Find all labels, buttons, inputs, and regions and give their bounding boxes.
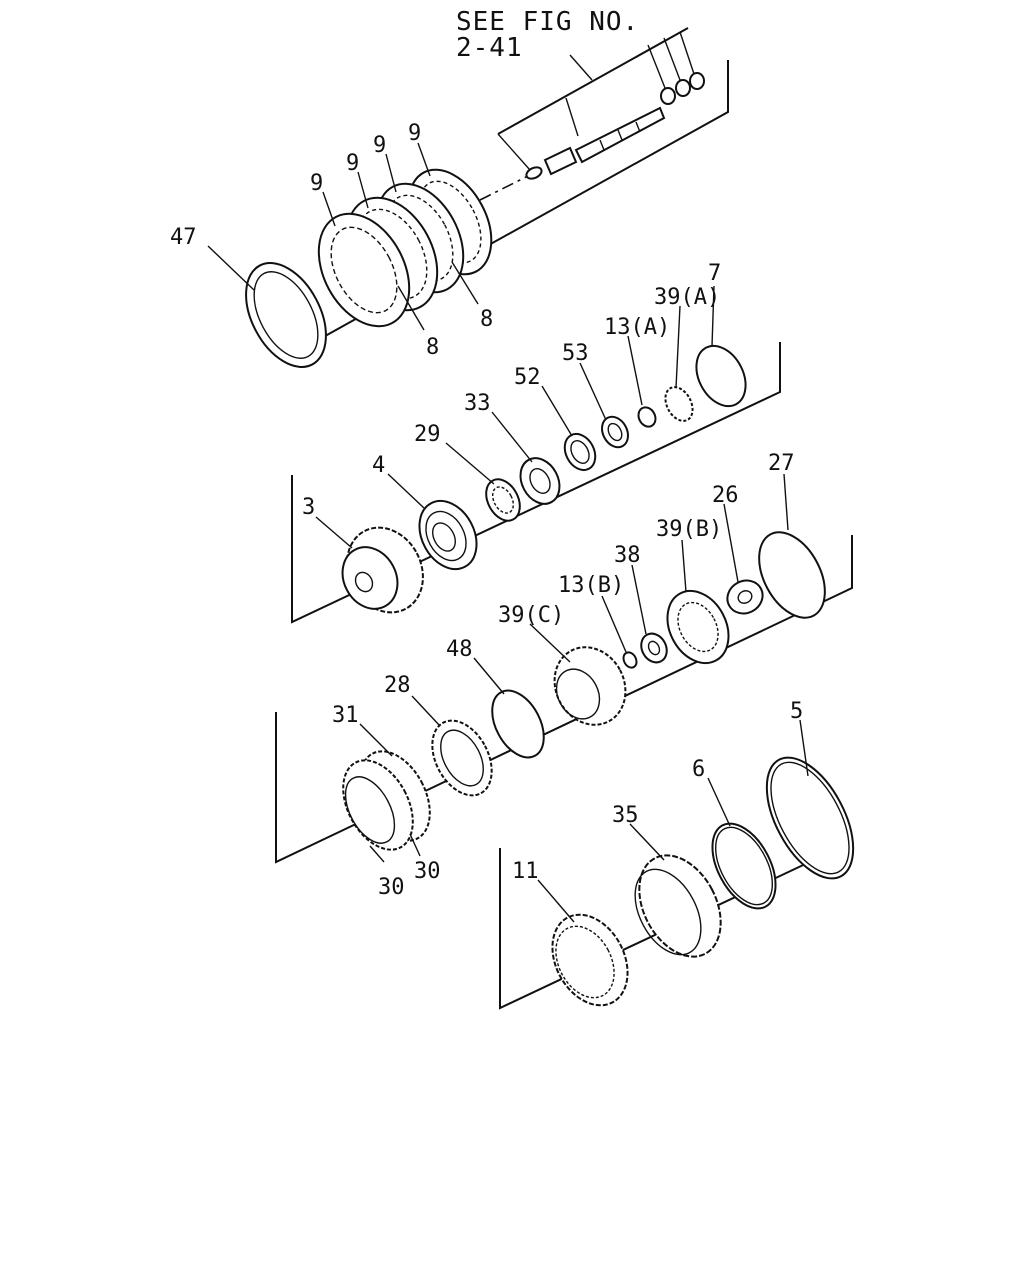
callout-52: 52 (514, 365, 541, 390)
callout-13b: 13(B) (558, 573, 624, 598)
part-38-washer (640, 632, 668, 664)
callout-48: 48 (446, 637, 473, 662)
callout-6: 6 (692, 757, 705, 782)
group-boundary-middle (291, 342, 781, 624)
callout-7: 7 (708, 261, 721, 286)
part-47-ring (245, 262, 327, 368)
callout-8-b: 8 (480, 307, 493, 332)
part-27-snap-ring (758, 531, 826, 619)
reference-line-1: SEE FIG NO. (456, 7, 639, 37)
callout-28: 28 (384, 673, 411, 698)
callout-9-a: 9 (310, 171, 323, 196)
callout-38: 38 (614, 543, 641, 568)
callout-30-a: 30 (378, 875, 405, 900)
shaft-assembly (479, 31, 705, 201)
callout-9-b: 9 (346, 151, 359, 176)
part-52-bearing (563, 432, 597, 472)
part-39a-gear (664, 386, 694, 422)
callout-33: 33 (464, 391, 491, 416)
callout-30-b: 30 (414, 859, 441, 884)
part-39b-carrier (666, 589, 730, 665)
part-5-seal-ring (765, 756, 855, 880)
part-48-snap-ring (491, 689, 545, 759)
callout-3: 3 (302, 495, 315, 520)
callout-31: 31 (332, 703, 359, 728)
callout-35: 35 (612, 803, 639, 828)
part-7-ring (695, 344, 747, 408)
callout-9-c: 9 (373, 133, 386, 158)
part-11-hub (551, 913, 629, 1007)
part-6-seal-ring (711, 822, 777, 910)
callout-11: 11 (512, 859, 539, 884)
callout-26: 26 (712, 483, 739, 508)
part-28-plate (431, 719, 493, 797)
callout-9-d: 9 (408, 121, 421, 146)
part-39c-carrier (553, 646, 627, 726)
leader-lines (207, 142, 809, 923)
part-13a-clip (637, 406, 657, 428)
part-31-30-plates (342, 750, 431, 851)
part-33-washer (519, 457, 561, 505)
callout-5: 5 (790, 699, 803, 724)
callout-47: 47 (170, 225, 197, 250)
part-29-thrust-bearing (485, 478, 521, 522)
part-26-plate (726, 579, 764, 615)
callout-8-a: 8 (426, 335, 439, 360)
callout-53: 53 (562, 341, 589, 366)
part-13b-clip (622, 651, 638, 669)
callout-39b: 39(B) (656, 517, 722, 542)
reference-line-2: 2-41 (456, 33, 523, 63)
group-boundary-lower (275, 535, 853, 864)
part-53-bearing (601, 415, 629, 449)
callout-39a: 39(A) (654, 285, 720, 310)
part-4-bearing-housing (418, 499, 478, 571)
callout-13a: 13(A) (604, 315, 670, 340)
callout-39c: 39(C) (498, 603, 564, 628)
callout-29: 29 (414, 422, 441, 447)
part-35-drum (634, 854, 722, 958)
clutch-pack (317, 168, 493, 328)
callout-4: 4 (372, 453, 385, 478)
part-3-gear (341, 526, 424, 614)
callout-27: 27 (768, 451, 795, 476)
